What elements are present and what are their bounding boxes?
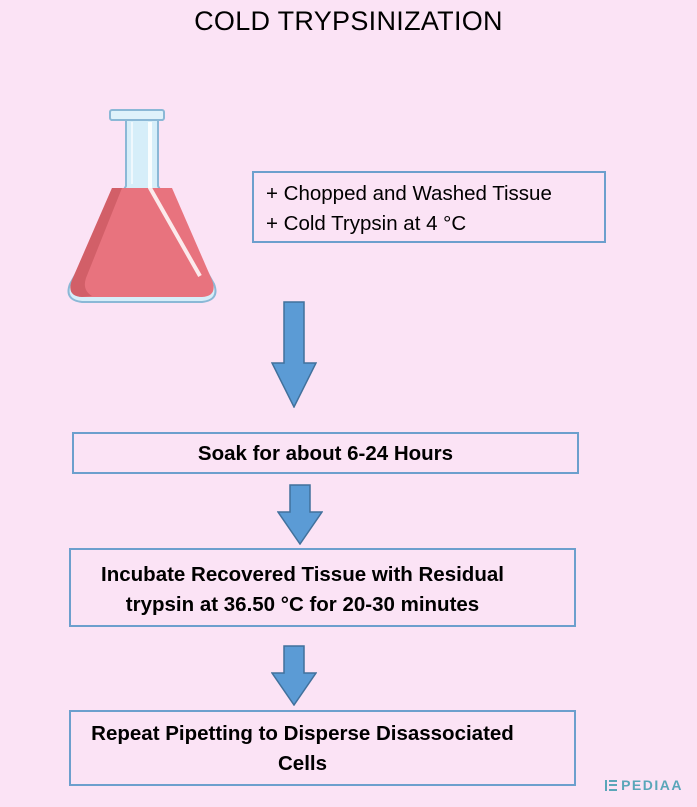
ingredients-box: + Chopped and Washed Tissue + Cold Tryps… — [252, 171, 606, 243]
step-box-pipetting: Repeat Pipetting to Disperse Disassociat… — [69, 710, 576, 786]
diagram-title: COLD TRYPSINIZATION — [194, 6, 503, 36]
step-text: Cells — [278, 752, 327, 775]
down-arrow-icon — [271, 301, 317, 408]
step-box-soak: Soak for about 6-24 Hours — [72, 432, 579, 474]
step-text: Incubate Recovered Tissue with Residual — [101, 563, 504, 586]
ingredient-item: + Cold Trypsin at 4 °C — [266, 212, 467, 235]
conical-flask-icon — [67, 109, 217, 303]
step-text: trypsin at 36.50 °C for 20-30 minutes — [125, 593, 480, 616]
brand-logo: PEDIAA — [605, 777, 683, 793]
down-arrow-icon — [271, 645, 317, 706]
ingredient-item: + Chopped and Washed Tissue — [266, 182, 552, 205]
brand-name: PEDIAA — [621, 777, 683, 793]
step-text: Repeat Pipetting to Disperse Disassociat… — [91, 722, 514, 745]
step-text: Soak for about 6-24 Hours — [197, 442, 454, 465]
pediaa-logo-icon — [605, 779, 618, 791]
step-box-incubate: Incubate Recovered Tissue with Residual … — [69, 548, 576, 627]
down-arrow-icon — [277, 484, 323, 545]
